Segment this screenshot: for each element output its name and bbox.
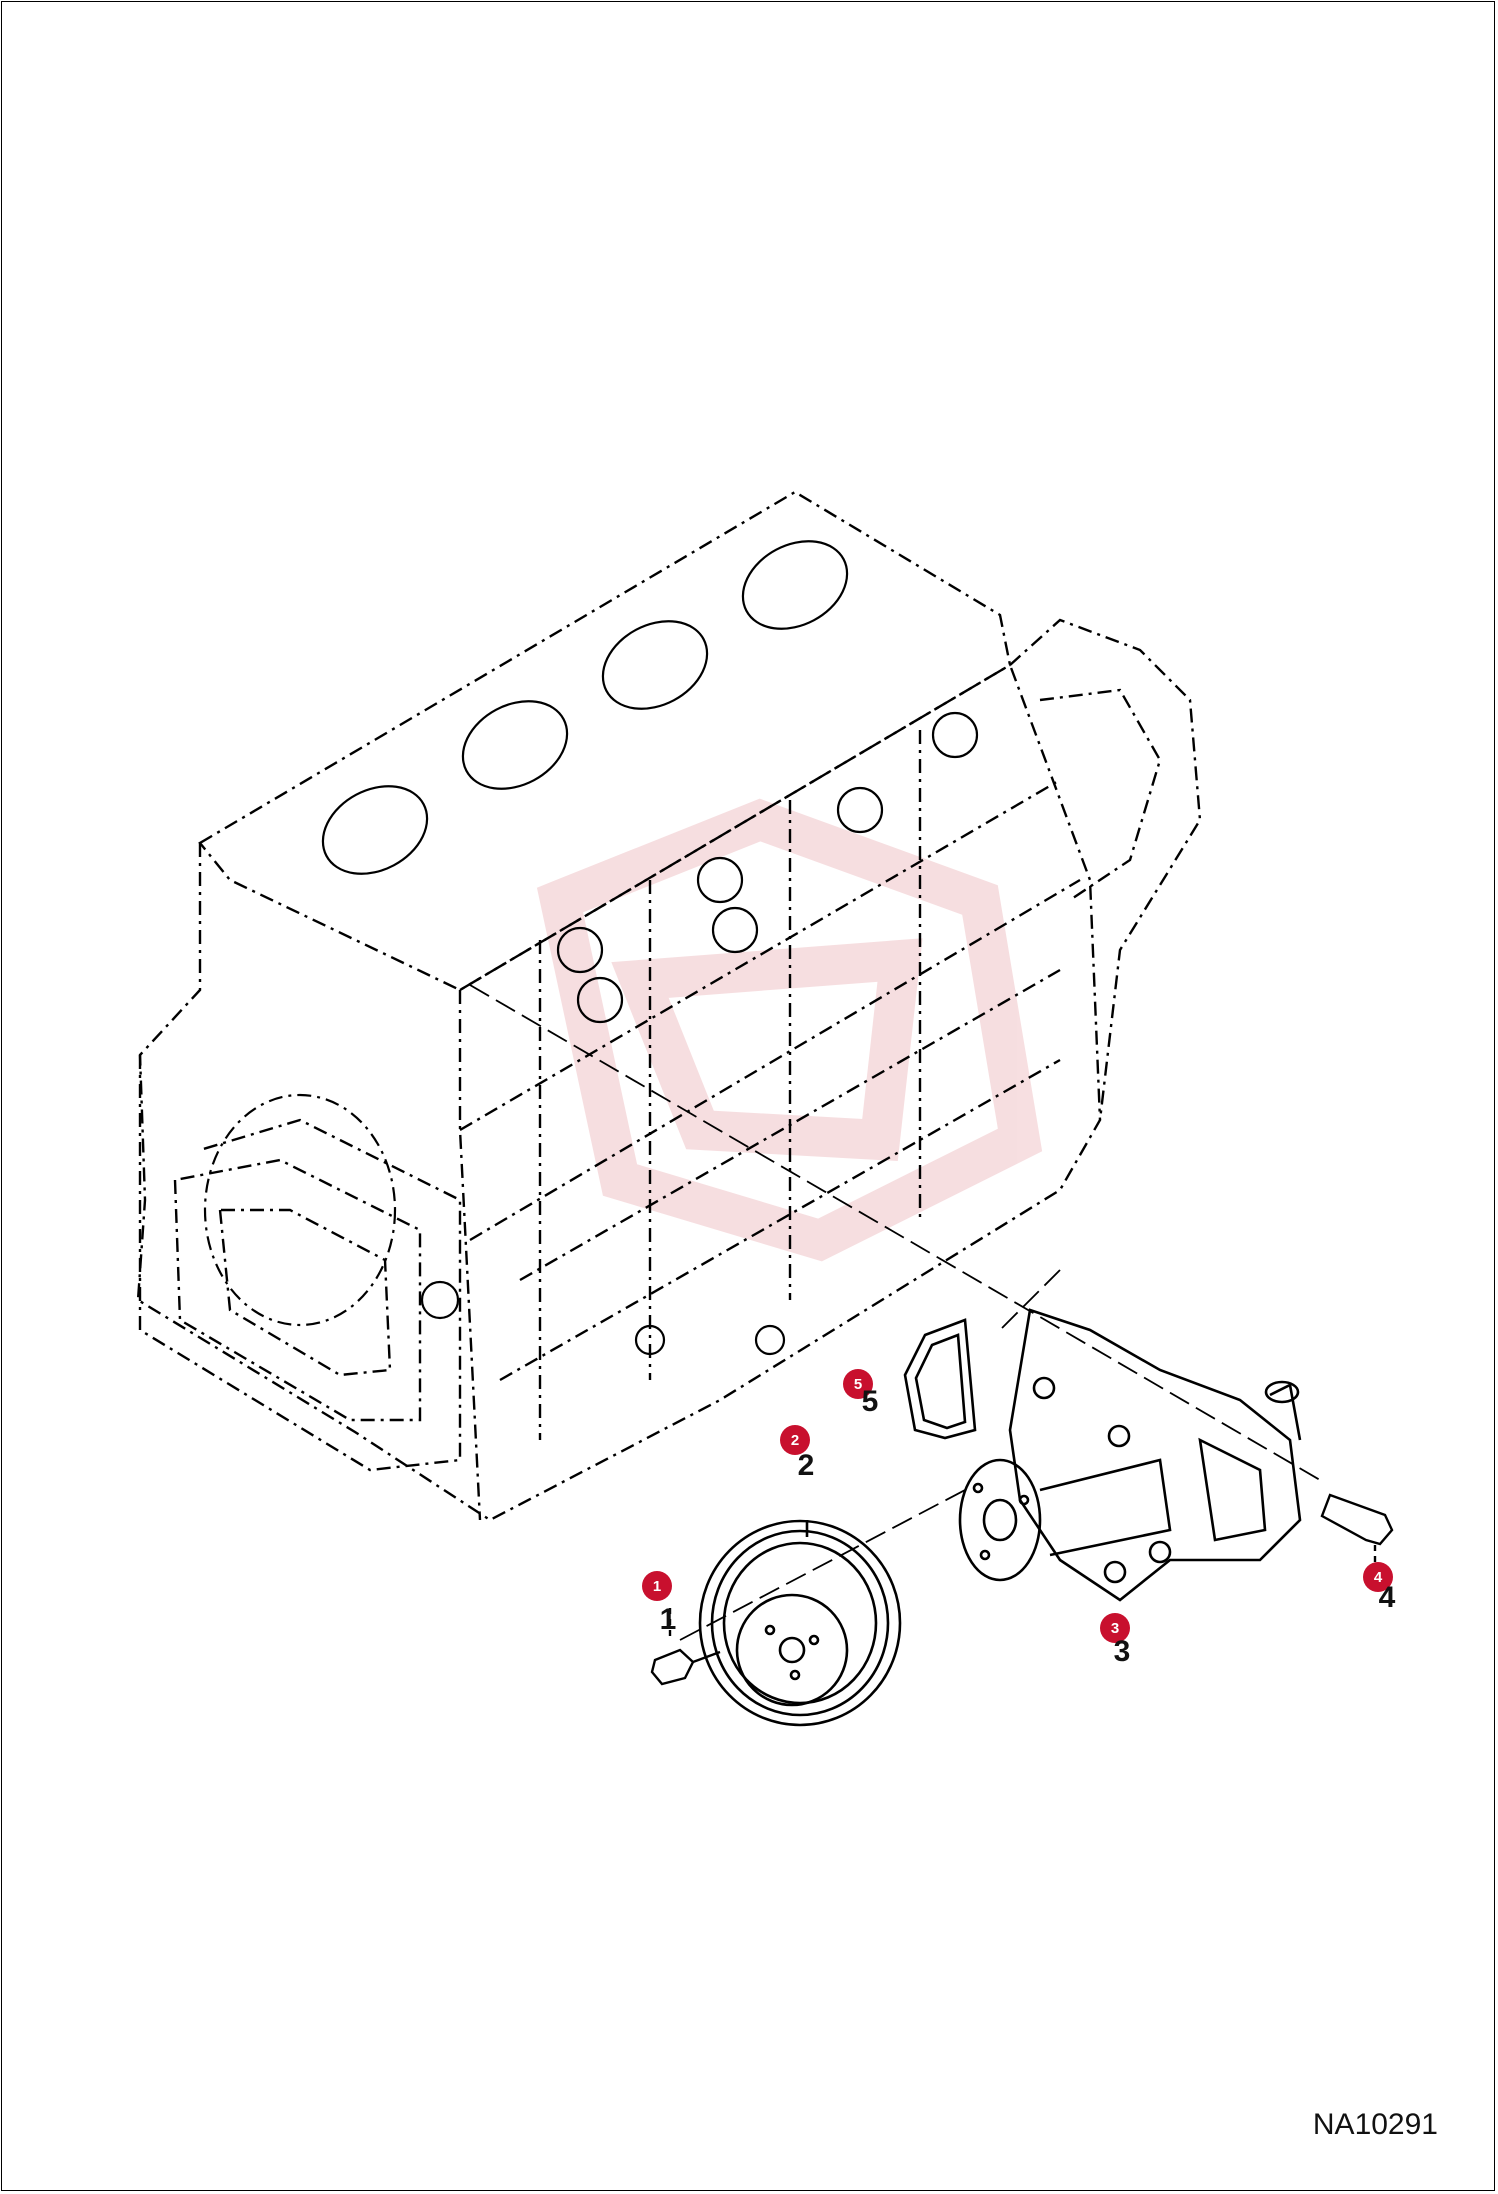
cylinder-bores (203, 540, 979, 1356)
drawing-number: NA10291 (1312, 2108, 1438, 2141)
gasket-part (903, 1318, 977, 1440)
pulley-part (698, 1519, 902, 1727)
bolt-part-1 (650, 1608, 721, 1686)
callout-2[interactable]: 2 (780, 1425, 810, 1455)
callout-3-number: 3 (1113, 1635, 1131, 1668)
bolt-part-4 (1320, 1493, 1394, 1570)
callout-3[interactable]: 3 (1100, 1613, 1130, 1643)
callout-1[interactable]: 1 (642, 1571, 672, 1601)
callout-4[interactable]: 4 (1363, 1562, 1393, 1592)
callout-5[interactable]: 5 (843, 1369, 873, 1399)
assembly-centerlines (469, 984, 1321, 1641)
callout-1-number: 1 (659, 1603, 677, 1636)
callout-5-number: 5 (861, 1385, 879, 1418)
watermark-logo (536, 798, 1043, 1262)
callout-2-number: 2 (797, 1449, 815, 1482)
engine-block (136, 490, 1202, 1522)
water-pump-part (958, 1308, 1302, 1602)
callout-4-number: 4 (1378, 1581, 1396, 1614)
